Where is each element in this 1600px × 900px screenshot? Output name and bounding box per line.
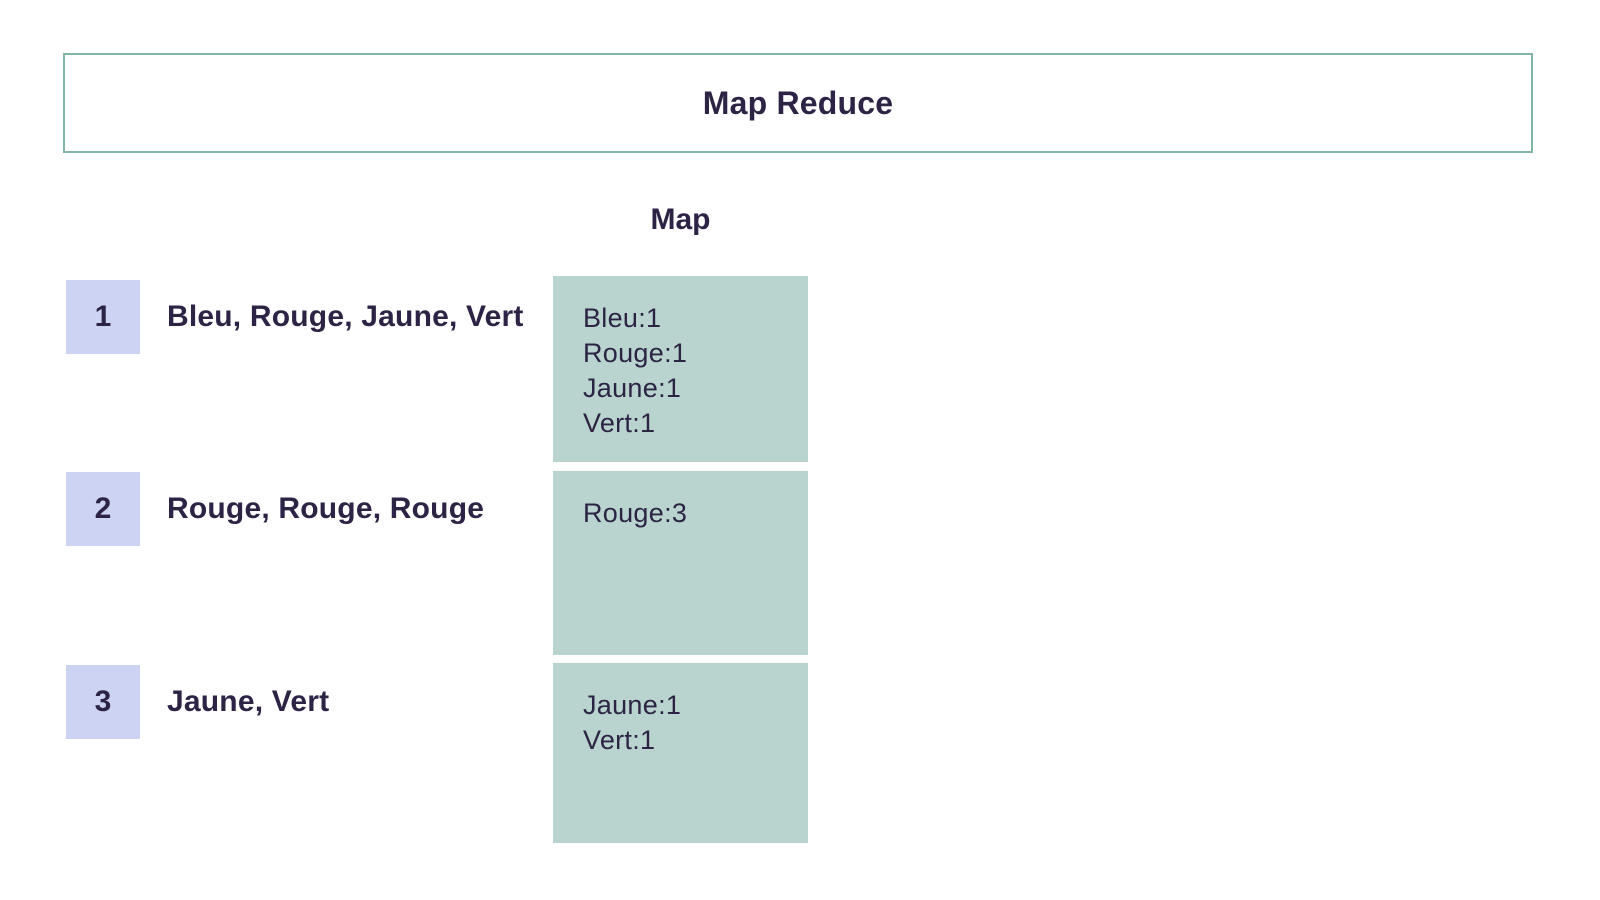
map-output-line: Jaune:1 [583, 690, 682, 720]
row-input-text: Jaune, Vert [167, 685, 330, 718]
row-number: 2 [94, 492, 112, 525]
map-output-box: Bleu:1 Rouge:1 Jaune:1 Vert:1 [553, 276, 808, 462]
row-number-badge: 2 [66, 472, 140, 546]
map-output-line: Rouge:3 [583, 498, 688, 528]
row-number: 3 [94, 685, 112, 718]
map-output-line: Rouge:1 [583, 338, 688, 368]
diagram-title: Map Reduce [702, 84, 894, 121]
map-output-line: Jaune:1 [583, 373, 682, 403]
map-column-header: Map [650, 203, 711, 236]
map-output-box: Jaune:1 Vert:1 [553, 663, 808, 843]
map-output-line: Vert:1 [583, 725, 656, 755]
row-number: 1 [94, 300, 112, 333]
row-number-badge: 3 [66, 665, 140, 739]
map-output-line: Vert:1 [583, 408, 656, 438]
row-number-badge: 1 [66, 280, 140, 354]
map-output-line: Bleu:1 [583, 303, 662, 333]
map-output-box: Rouge:3 [553, 471, 808, 655]
row-input-text: Rouge, Rouge, Rouge [167, 492, 485, 525]
row-input-text: Bleu, Rouge, Jaune, Vert [167, 300, 524, 333]
title-box: Map Reduce [63, 53, 1533, 153]
